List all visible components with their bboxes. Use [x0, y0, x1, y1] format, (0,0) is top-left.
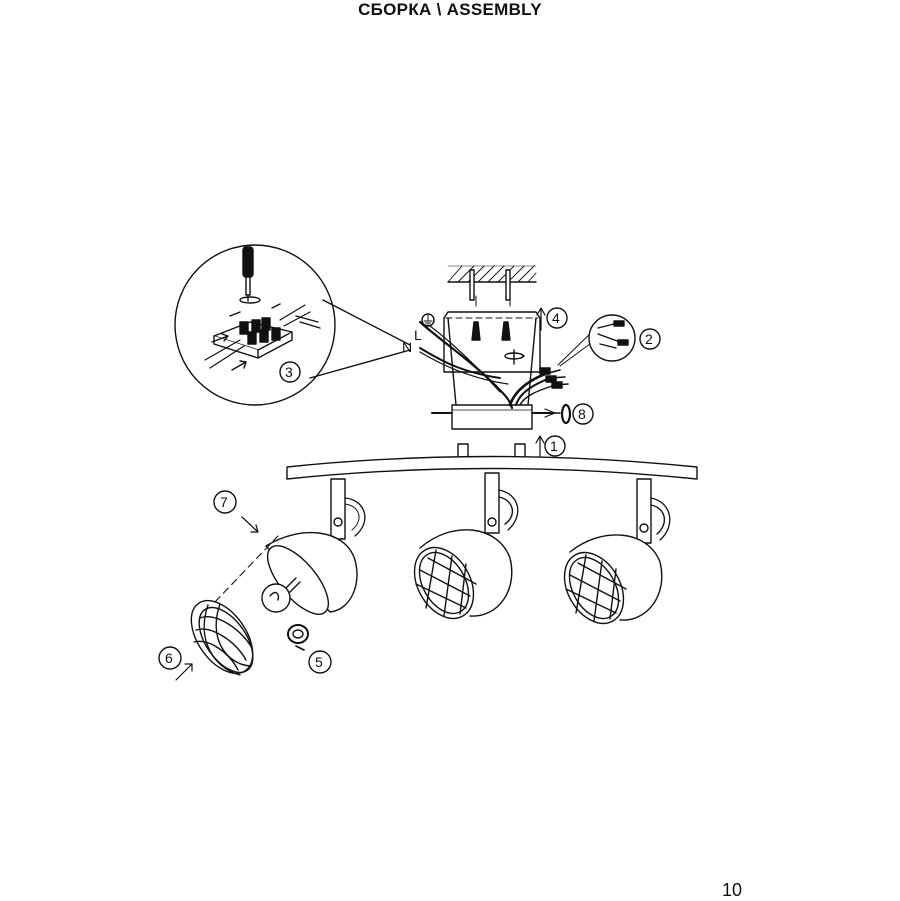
live-label: L	[414, 327, 422, 343]
svg-text:6: 6	[165, 650, 173, 666]
svg-text:3: 3	[285, 364, 293, 380]
step-2-callout: 2	[639, 328, 661, 350]
svg-text:8: 8	[578, 406, 586, 422]
screwdriver-icon	[242, 246, 254, 302]
ceiling	[447, 265, 537, 307]
svg-text:4: 4	[552, 310, 560, 326]
lightbulb-icon	[261, 577, 301, 613]
step-6-callout: 6	[158, 646, 193, 681]
page-title: СБОРКА \ ASSEMBLY	[358, 0, 542, 19]
step-1-callout: 1	[535, 435, 566, 459]
wiring	[418, 320, 599, 410]
mounting-bracket	[443, 311, 541, 406]
svg-text:2: 2	[645, 331, 653, 347]
spot-lamp-right	[563, 478, 671, 625]
spot-lamp-center	[413, 472, 519, 620]
page-number: 10	[722, 880, 743, 900]
earth-icon	[421, 313, 435, 327]
ring-nut	[287, 624, 309, 651]
svg-text:7: 7	[220, 494, 228, 510]
step-7-callout: 7	[213, 490, 259, 533]
terminal-block-detail	[174, 244, 411, 406]
spot-lamp-left	[212, 478, 366, 615]
svg-text:1: 1	[550, 438, 558, 454]
step-4-callout: 4	[536, 307, 568, 331]
connector-detail	[588, 314, 636, 362]
svg-text:5: 5	[315, 654, 323, 670]
lamp-bar	[286, 455, 698, 480]
step-3-callout: 3	[279, 361, 301, 383]
step-5-callout: 5	[308, 650, 332, 674]
canopy	[431, 404, 561, 430]
step-8-callout: 8	[560, 403, 594, 425]
neutral-label: N	[402, 339, 412, 355]
protective-cage	[190, 600, 254, 676]
